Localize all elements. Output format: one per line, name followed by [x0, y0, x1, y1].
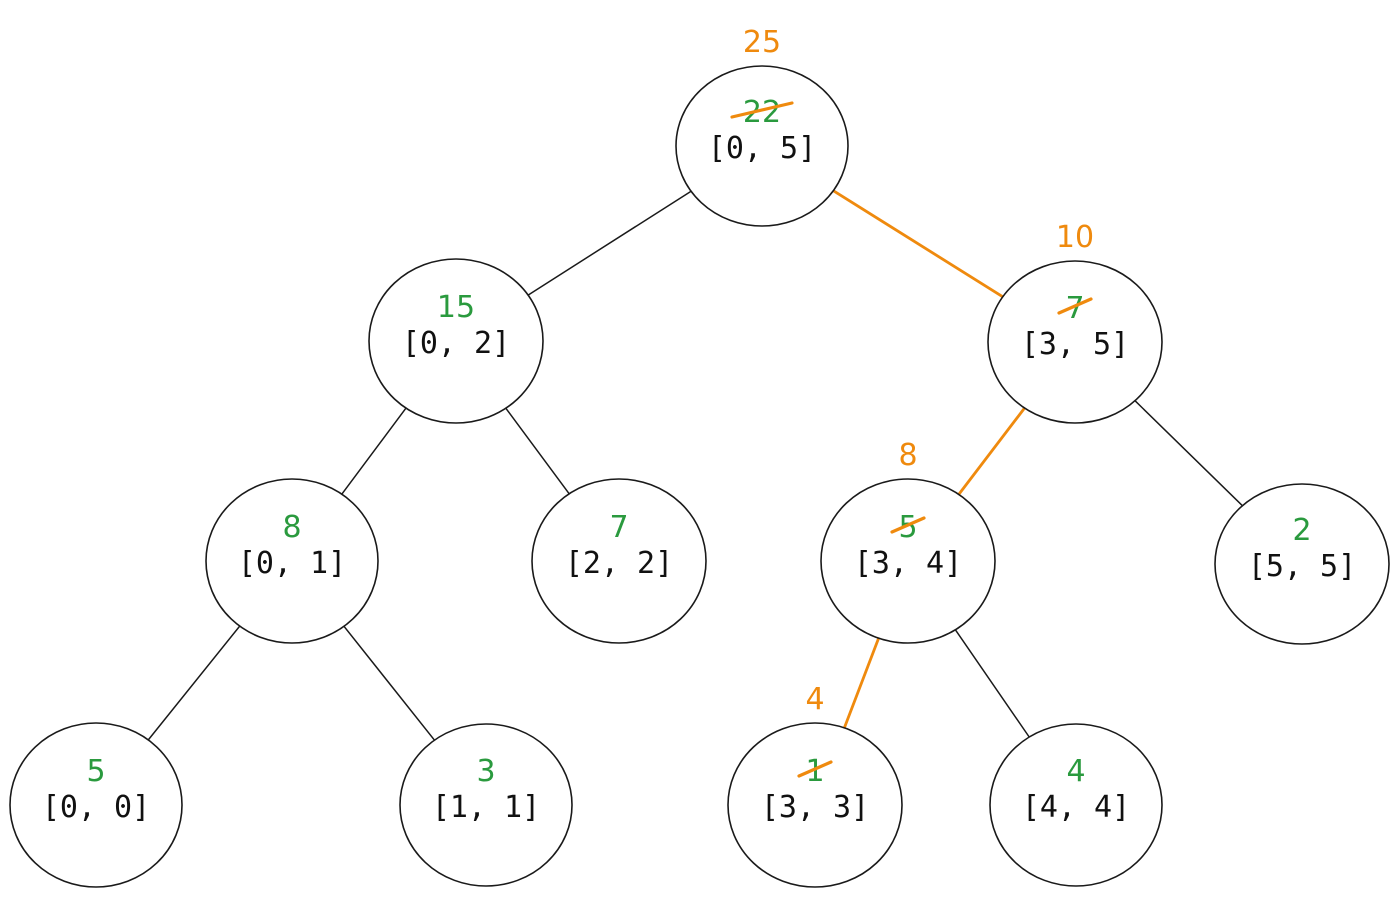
node-sum: 7: [609, 510, 628, 545]
tree-node: 1 4 [3, 3]: [727, 682, 903, 888]
node-circle: [987, 260, 1163, 424]
tree-node: 3[1, 1]: [399, 723, 573, 887]
node-circle: [989, 723, 1163, 887]
node-circle: [205, 478, 379, 644]
node-range-label: [0, 5]: [708, 131, 816, 166]
node-sum: 4: [1066, 754, 1085, 789]
node-range-label: [3, 4]: [854, 546, 962, 581]
tree-node: 7[2, 2]: [531, 478, 707, 644]
node-sum: 15: [437, 290, 475, 325]
edge-n34-n33-update-path: [843, 636, 880, 730]
edge-n34-n44: [954, 629, 1030, 738]
node-circle: [820, 478, 996, 644]
node-circle: [727, 722, 903, 888]
edge-n05-n02: [527, 190, 692, 296]
tree-node: 4[4, 4]: [989, 723, 1163, 887]
tree-edges: [147, 189, 1244, 741]
edge-n35-n34-update-path: [957, 406, 1026, 496]
node-sum: 7: [1065, 291, 1084, 326]
node-range-label: [2, 2]: [565, 546, 673, 581]
node-sum: 2: [1292, 513, 1311, 548]
node-circle: [399, 723, 573, 887]
node-sum: 1: [805, 754, 824, 789]
tree-node: 15[0, 2]: [368, 258, 544, 424]
tree-node: 8[0, 1]: [205, 478, 379, 644]
node-sum: 3: [476, 754, 495, 789]
edge-n01-n11: [343, 625, 436, 741]
node-sum: 5: [86, 754, 105, 789]
node-sum: 8: [282, 510, 301, 545]
edge-n01-n00: [147, 625, 241, 741]
node-sum: 5: [898, 510, 917, 545]
node-range-label: [1, 1]: [432, 790, 540, 825]
node-range-label: [0, 2]: [402, 326, 510, 361]
edge-n05-n35-update-path: [831, 189, 1005, 299]
node-range-label: [3, 5]: [1021, 327, 1129, 362]
node-updated-sum: 4: [805, 682, 824, 717]
tree-node: 7 10 [3, 5]: [987, 220, 1163, 424]
node-updated-sum: 8: [898, 438, 917, 473]
node-range-label: [5, 5]: [1248, 549, 1356, 584]
node-updated-sum: 10: [1056, 220, 1094, 255]
tree-node: 5[0, 0]: [9, 722, 183, 888]
strike-through-mark: [1057, 297, 1093, 315]
tree-node: 5 8 [3, 4]: [820, 438, 996, 644]
node-circle: [1214, 483, 1390, 645]
node-circle: [9, 722, 183, 888]
node-range-label: [4, 4]: [1022, 790, 1130, 825]
strike-through-mark: [797, 760, 833, 778]
node-range-label: [0, 0]: [42, 790, 150, 825]
node-range-label: [3, 3]: [761, 790, 869, 825]
edge-n02-n01: [341, 407, 407, 495]
node-circle: [368, 258, 544, 424]
node-circle: [531, 478, 707, 644]
edge-n02-n22: [505, 407, 570, 495]
node-circle: [675, 65, 849, 227]
tree-node: 2[5, 5]: [1214, 483, 1390, 645]
node-range-label: [0, 1]: [238, 546, 346, 581]
strike-through-mark: [730, 101, 794, 119]
node-updated-sum: 25: [743, 25, 781, 60]
edge-n35-n55: [1134, 399, 1244, 507]
strike-through-mark: [890, 516, 926, 534]
